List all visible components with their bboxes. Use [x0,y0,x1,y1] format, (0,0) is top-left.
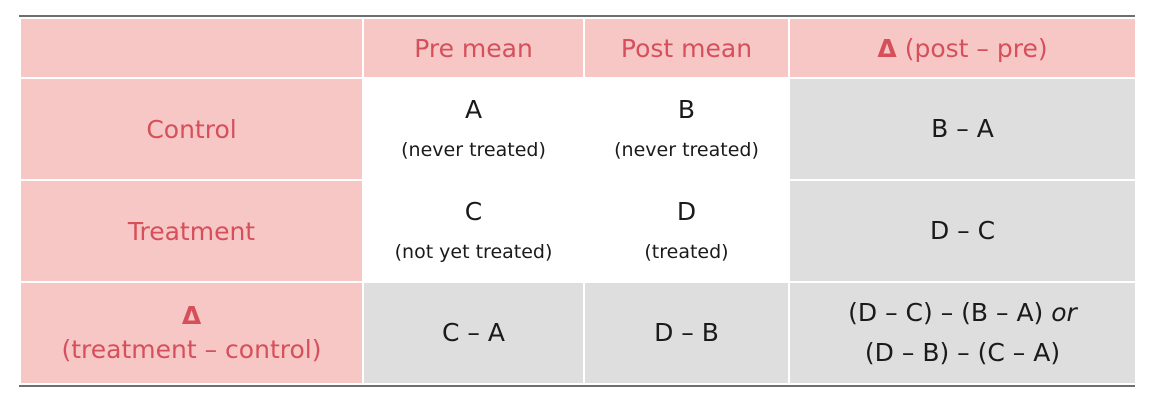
header-post-mean: Post mean [583,17,790,79]
cell-note: (treated) [644,241,729,263]
table-row: Treatment C (not yet treated) D (treated… [19,179,1137,283]
cell-value: D [676,197,697,226]
cell-control-pre: A (never treated) [362,77,585,181]
cell-treatment-post: D (treated) [583,179,790,283]
cell-value: C [464,197,483,226]
cell-value: A [464,95,483,124]
cell-diff-pre: C – A [362,281,585,385]
did-formula-1: (D – C) – (B – A) [848,298,1044,327]
did-formula-line-2: (D – B) – (C – A) [864,338,1061,367]
cell-note: (never treated) [614,139,759,161]
did-table: Pre mean Post mean Δ (post – pre) Contro… [19,17,1137,385]
cell-did-estimate: (D – C) – (B – A) or (D – B) – (C – A) [788,281,1137,385]
cell-note: (not yet treated) [394,241,553,263]
header-row: Pre mean Post mean Δ (post – pre) [19,17,1137,79]
cell-value: B [677,95,696,124]
delta-symbol: Δ [877,33,897,63]
row-label-control: Control [19,77,364,181]
cell-treatment-diff: D – C [788,179,1137,283]
did-formula-line-1: (D – C) – (B – A) or [790,293,1135,333]
cell-note: (never treated) [401,139,546,161]
table-row: Δ (treatment – control) C – A D – B (D –… [19,281,1137,385]
table-row: Control A (never treated) B (never treat… [19,77,1137,181]
row-label-treatment: Treatment [19,179,364,283]
cell-diff-post: D – B [583,281,790,385]
row-label-difference-text: (treatment – control) [61,335,322,364]
row-label-difference: Δ (treatment – control) [19,281,364,385]
header-difference-label: (post – pre) [896,33,1048,63]
top-rule [19,15,1135,17]
cell-control-post: B (never treated) [583,77,790,181]
corner-cell [19,17,364,79]
delta-symbol: Δ [181,301,202,330]
bottom-rule [19,385,1135,387]
cell-control-diff: B – A [788,77,1137,181]
header-pre-mean: Pre mean [362,17,585,79]
cell-treatment-pre: C (not yet treated) [362,179,585,283]
or-text: or [1051,298,1077,327]
header-difference: Δ (post – pre) [788,17,1137,79]
